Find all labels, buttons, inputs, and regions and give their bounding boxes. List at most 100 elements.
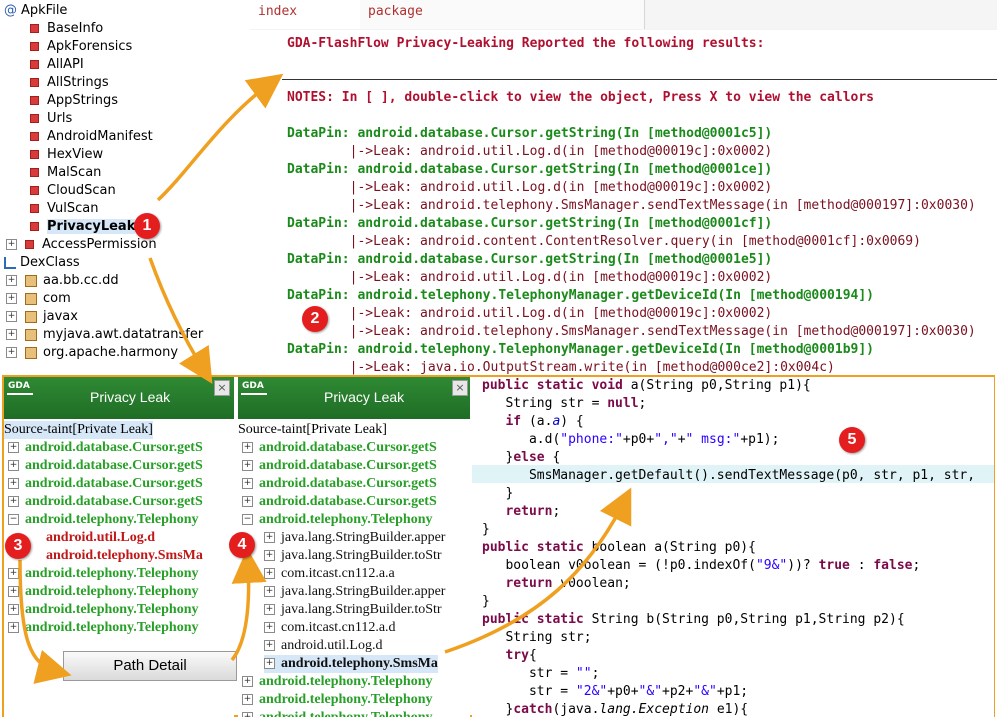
- leak-tree-item[interactable]: +java.lang.StringBuilder.toStr: [264, 547, 442, 565]
- datapin-line[interactable]: DataPin: android.telephony.TelephonyMana…: [287, 288, 874, 303]
- tree-item-hexview[interactable]: HexView: [30, 146, 103, 164]
- tree-item-allstrings[interactable]: AllStrings: [30, 74, 109, 92]
- leak-tree-item[interactable]: + android.telephony.Telephony: [242, 673, 433, 691]
- datapin-line[interactable]: DataPin: android.telephony.TelephonyMana…: [287, 342, 874, 357]
- expand-icon[interactable]: +: [242, 478, 253, 490]
- datapin-line[interactable]: DataPin: android.database.Cursor.getStri…: [287, 252, 773, 267]
- leak-tree-item[interactable]: +android.database.Cursor.getS: [8, 457, 203, 475]
- leak-tree-item[interactable]: +android.telephony.Telephony: [8, 601, 199, 619]
- tree-package[interactable]: +javax: [6, 308, 78, 326]
- leak-tree-item[interactable]: +android.util.Log.d: [264, 637, 383, 655]
- leak-tree-item[interactable]: android.telephony.SmsMa: [46, 547, 203, 565]
- tree-dexclass[interactable]: DexClass: [4, 254, 80, 272]
- close-icon[interactable]: ×: [452, 380, 468, 396]
- tree-item-cloudscan[interactable]: CloudScan: [30, 182, 116, 200]
- expand-icon[interactable]: +: [8, 478, 19, 490]
- leak-tree-item[interactable]: +android.telephony.Telephony: [8, 619, 199, 637]
- expand-icon[interactable]: +: [6, 239, 17, 250]
- leak-line[interactable]: |->Leak: android.telephony.SmsManager.se…: [287, 198, 976, 213]
- expand-icon[interactable]: +: [8, 604, 19, 616]
- leak-tree-item[interactable]: +android.database.Cursor.getS: [242, 475, 437, 493]
- expand-icon[interactable]: +: [6, 311, 17, 322]
- tree-item-vulscan[interactable]: VulScan: [30, 200, 98, 218]
- tree-package[interactable]: +aa.bb.cc.dd: [6, 272, 119, 290]
- leak-tree-item[interactable]: +android.telephony.Telephony: [242, 709, 433, 717]
- collapse-icon[interactable]: −: [8, 514, 19, 526]
- leak-tree-item[interactable]: +android.database.Cursor.getS: [8, 475, 203, 493]
- tree-item-accesspermission[interactable]: +AccessPermission: [6, 236, 157, 254]
- expand-icon[interactable]: +: [242, 694, 253, 706]
- expand-icon[interactable]: +: [264, 604, 275, 616]
- expand-icon[interactable]: +: [242, 442, 253, 454]
- leak-line[interactable]: |->Leak: android.util.Log.d(in [method@0…: [287, 306, 773, 321]
- leak-tree-item[interactable]: +java.lang.StringBuilder.apper: [264, 529, 445, 547]
- expand-icon[interactable]: +: [6, 293, 17, 304]
- leak-tree-item[interactable]: −android.telephony.Telephony: [8, 511, 199, 529]
- leak-line[interactable]: |->Leak: android.telephony.SmsManager.se…: [287, 324, 976, 339]
- leak-line[interactable]: |->Leak: java.io.OutputStream.write(in […: [287, 360, 835, 375]
- tree-item-allapi[interactable]: AllAPI: [30, 56, 84, 74]
- expand-icon[interactable]: +: [8, 496, 19, 508]
- path-detail-button[interactable]: Path Detail: [63, 651, 237, 681]
- tab-package[interactable]: package: [360, 0, 645, 29]
- tree-root-apkfile[interactable]: @ApkFile: [4, 3, 68, 18]
- expand-icon[interactable]: +: [242, 496, 253, 508]
- expand-icon[interactable]: +: [264, 640, 275, 652]
- leak-tree-item[interactable]: −android.telephony.Telephony: [242, 511, 433, 529]
- tree-item-privacyleak[interactable]: PrivacyLeak: [30, 218, 136, 236]
- tree-package[interactable]: +myjava.awt.datatransfer: [6, 326, 203, 344]
- tree-item-appstrings[interactable]: AppStrings: [30, 92, 118, 110]
- leak-tree-item[interactable]: +com.itcast.cn112.a.a: [264, 565, 395, 583]
- leak-tree-item[interactable]: +android.telephony.SmsMa: [264, 655, 438, 673]
- leak-tree-item[interactable]: +android.telephony.Telephony: [242, 691, 433, 709]
- close-icon[interactable]: ×: [214, 380, 230, 396]
- leak-tree-item[interactable]: +android.database.Cursor.getS: [242, 457, 437, 475]
- expand-icon[interactable]: +: [6, 329, 17, 340]
- datapin-line[interactable]: DataPin: android.database.Cursor.getStri…: [287, 162, 773, 177]
- leak-tree-item[interactable]: +android.database.Cursor.getS: [8, 493, 203, 511]
- leak-tree-item[interactable]: +com.itcast.cn112.a.d: [264, 619, 396, 637]
- leak-tree-item[interactable]: +android.database.Cursor.getS: [8, 439, 203, 457]
- expand-icon[interactable]: +: [264, 622, 275, 634]
- tab-empty: [646, 0, 997, 29]
- leak-line[interactable]: |->Leak: android.content.ContentResolver…: [287, 234, 921, 249]
- leak-tree-label: android.telephony.Telephony: [259, 674, 433, 689]
- expand-icon[interactable]: +: [6, 275, 17, 286]
- tree-item-apkforensics[interactable]: ApkForensics: [30, 38, 132, 56]
- leak-tree-item[interactable]: +java.lang.StringBuilder.toStr: [264, 601, 442, 619]
- tree-package[interactable]: + com: [6, 290, 71, 308]
- tree-item-baseinfo[interactable]: BaseInfo: [30, 20, 103, 38]
- collapse-icon[interactable]: −: [242, 514, 253, 526]
- tree-item-androidmanifest[interactable]: AndroidManifest: [30, 128, 153, 146]
- leak-tree-item[interactable]: android.util.Log.d: [46, 529, 155, 547]
- expand-icon[interactable]: +: [8, 586, 19, 598]
- tree-item-malscan[interactable]: MalScan: [30, 164, 101, 182]
- expand-icon[interactable]: +: [264, 586, 275, 598]
- source-taint-label[interactable]: Source-taint[Private Leak]: [4, 421, 153, 439]
- expand-icon[interactable]: +: [8, 460, 19, 472]
- expand-icon[interactable]: +: [8, 622, 19, 634]
- leak-line[interactable]: |->Leak: android.util.Log.d(in [method@0…: [287, 180, 773, 195]
- expand-icon[interactable]: +: [264, 658, 275, 670]
- tree-package[interactable]: +org.apache.harmony: [6, 344, 178, 362]
- expand-icon[interactable]: +: [242, 676, 253, 688]
- leak-tree-item[interactable]: +java.lang.StringBuilder.apper: [264, 583, 445, 601]
- leak-tree-item[interactable]: +android.database.Cursor.getS: [242, 439, 437, 457]
- expand-icon[interactable]: +: [242, 712, 253, 717]
- leak-tree-item[interactable]: +android.database.Cursor.getS: [242, 493, 437, 511]
- datapin-line[interactable]: DataPin: android.database.Cursor.getStri…: [287, 216, 773, 231]
- expand-icon[interactable]: +: [6, 347, 17, 358]
- leak-tree-item[interactable]: +android.telephony.Telephony: [8, 583, 199, 601]
- module-icon: [30, 78, 39, 87]
- source-taint-label[interactable]: Source-taint[Private Leak]: [238, 422, 387, 437]
- expand-icon[interactable]: +: [242, 460, 253, 472]
- expand-icon[interactable]: +: [264, 532, 275, 544]
- datapin-line[interactable]: DataPin: android.database.Cursor.getStri…: [287, 126, 773, 141]
- leak-line[interactable]: |->Leak: android.util.Log.d(in [method@0…: [287, 144, 773, 159]
- tree-item-urls[interactable]: Urls: [30, 110, 72, 128]
- package-label: com: [43, 291, 71, 306]
- tab-index[interactable]: index: [250, 0, 361, 29]
- panel-1-title: Privacy Leak: [90, 389, 171, 405]
- expand-icon[interactable]: +: [8, 442, 19, 454]
- leak-line[interactable]: |->Leak: android.util.Log.d(in [method@0…: [287, 270, 773, 285]
